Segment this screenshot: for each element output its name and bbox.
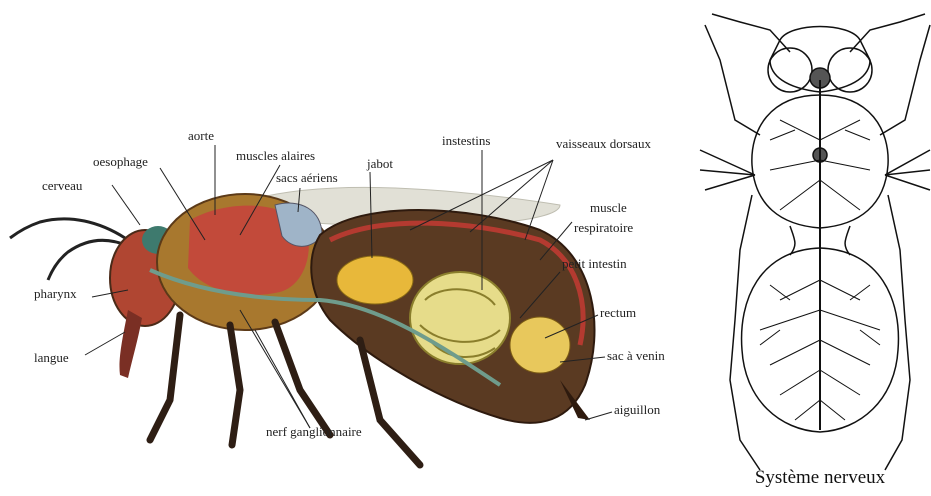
ns-legs-right	[880, 25, 930, 470]
ns-antenna-right	[850, 14, 925, 52]
nervous-system-illustration	[700, 14, 930, 470]
label-pharynx: pharynx	[34, 286, 77, 301]
leader-cerveau	[112, 185, 140, 225]
ns-antenna-left	[712, 14, 790, 52]
rectum-shape	[510, 317, 570, 373]
leader-langue	[85, 332, 125, 355]
label-aiguillon: aiguillon	[614, 402, 661, 417]
label-langue: langue	[34, 350, 69, 365]
label-muscle: muscle	[590, 200, 627, 215]
label-muscles-alaires: muscles alaires	[236, 148, 315, 163]
label-nerf-ganglionnaire: nerf ganglionnaire	[266, 424, 362, 439]
label-petit-intestin: petit intestin	[562, 256, 627, 271]
crop-shape	[337, 256, 413, 304]
label-instestins: instestins	[442, 133, 490, 148]
label-cerveau: cerveau	[42, 178, 83, 193]
mouthparts-shape	[119, 310, 142, 378]
label-rectum: rectum	[600, 305, 636, 320]
label-respiratoire: respiratoire	[574, 220, 633, 235]
label-aorte: aorte	[188, 128, 214, 143]
ns-legs-left	[700, 25, 760, 470]
label-sacs-aeriens: sacs aériens	[276, 170, 338, 185]
label-sac-a-venin: sac à venin	[607, 348, 665, 363]
label-jabot: jabot	[366, 156, 393, 171]
intestine-shape	[410, 272, 510, 364]
nervous-system-caption: Système nerveux	[755, 467, 886, 488]
label-vaisseaux-dorsaux: vaisseaux dorsaux	[556, 136, 651, 151]
label-oesophage: oesophage	[93, 154, 148, 169]
antenna-upper	[10, 219, 125, 238]
leader-aiguillon	[585, 412, 612, 420]
